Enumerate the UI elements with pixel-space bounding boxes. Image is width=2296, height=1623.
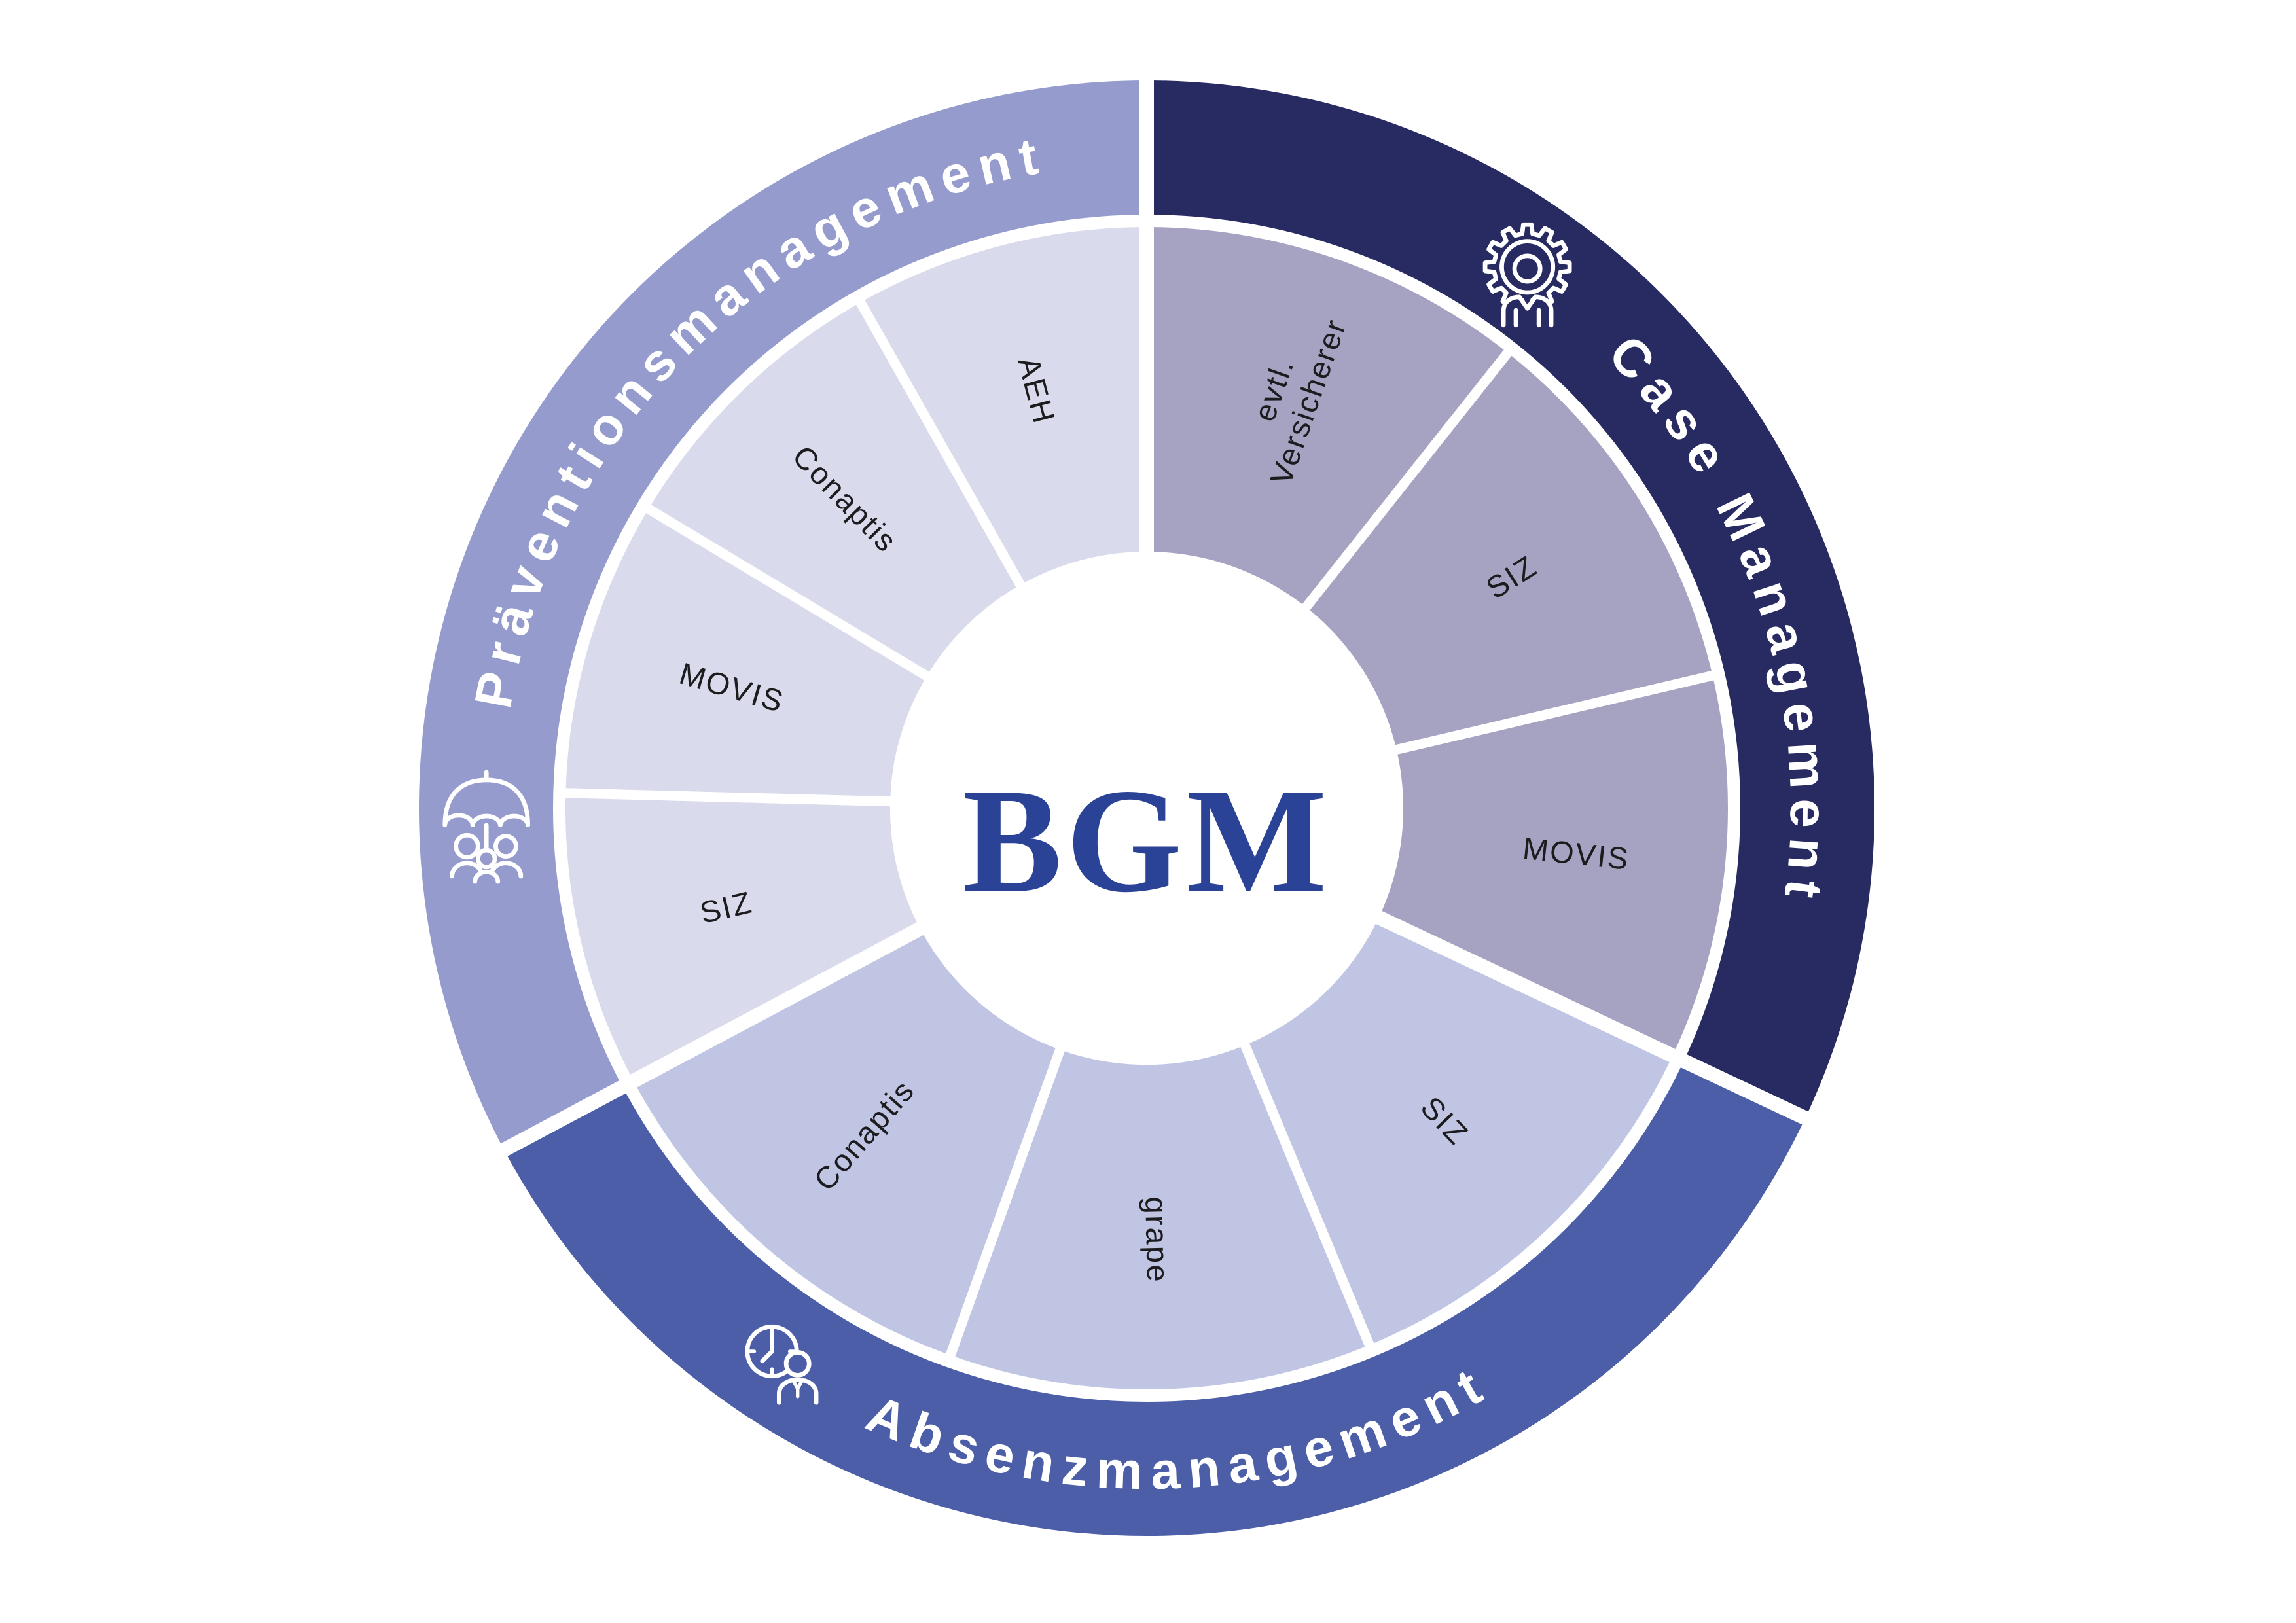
segment-divider bbox=[1299, 344, 1516, 614]
segment-divider bbox=[640, 501, 933, 683]
segment-divider bbox=[559, 787, 895, 807]
inner-segment-evtl-versicherer bbox=[1147, 226, 1509, 607]
gear-person-icon bbox=[1482, 222, 1572, 328]
segment-divider bbox=[943, 1043, 1067, 1363]
segment-divider bbox=[853, 294, 1027, 592]
inner-segment-siz bbox=[1306, 352, 1713, 750]
umbrella-family-icon bbox=[442, 770, 531, 884]
inner-segment-conaptis bbox=[648, 302, 1020, 677]
bgm-center-label: BGM bbox=[963, 758, 1331, 923]
inner-segment-movis bbox=[1378, 675, 1729, 1056]
group-divider bbox=[1371, 908, 1810, 1126]
segment-divider bbox=[1238, 1039, 1377, 1353]
group-divider bbox=[499, 920, 928, 1157]
segment-divider bbox=[1391, 669, 1720, 756]
inner-segment-siz bbox=[1245, 917, 1674, 1346]
center-hub bbox=[890, 552, 1403, 1065]
segment-label-grape: grape bbox=[1139, 1196, 1175, 1284]
clock-person-icon bbox=[745, 1324, 819, 1405]
inner-segment-siz bbox=[564, 793, 920, 1082]
outer-arc-präventionsmanagement bbox=[419, 80, 1147, 1150]
inner-segment-aeh bbox=[860, 226, 1147, 585]
inner-segment-conaptis bbox=[633, 929, 1060, 1356]
inner-segment-movis bbox=[565, 508, 927, 802]
inner-segment-grape bbox=[950, 1045, 1370, 1390]
outer-arc-case-management bbox=[1147, 80, 1875, 1118]
outer-arc-absenzmanagement bbox=[504, 1060, 1806, 1537]
ring-separator bbox=[553, 215, 1740, 1402]
